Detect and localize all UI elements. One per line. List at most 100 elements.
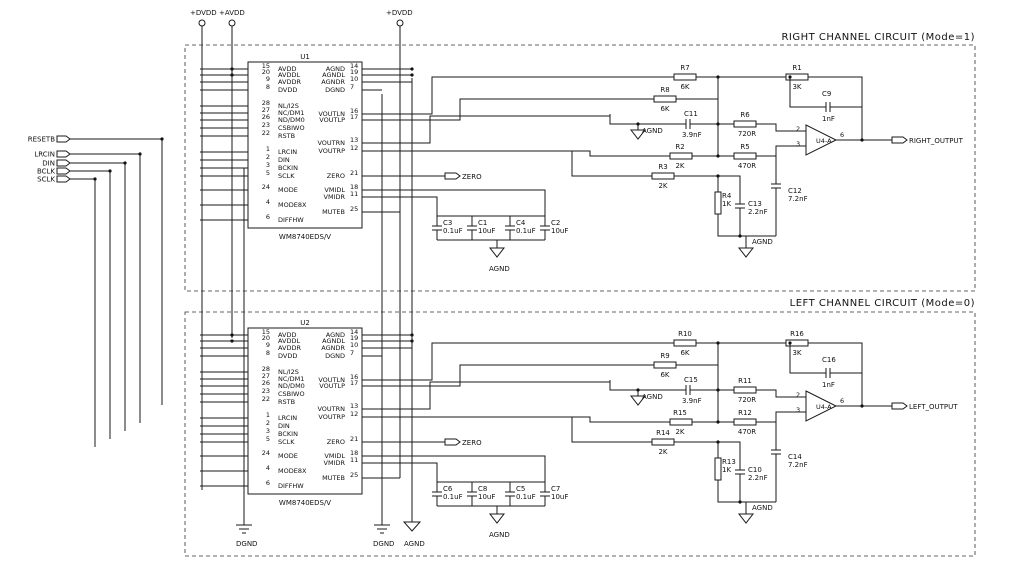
vmidr-bus (362, 196, 438, 216)
pin-name-voutln: VOUTLN (318, 110, 345, 118)
pin-num-6: 6 (266, 213, 270, 221)
junction-dot (860, 138, 864, 142)
pin-num-11: 11 (350, 456, 358, 464)
pin-num-2: 2 (266, 419, 270, 427)
pin-num-12: 12 (350, 144, 358, 152)
cap-val-c7: 10uF (551, 493, 568, 501)
input-port-lrcin (56, 150, 71, 158)
pin-num-14: 14 (350, 328, 358, 336)
pin-num-19: 19 (350, 68, 358, 76)
pin-num-14: 14 (350, 62, 358, 70)
input-port-resetb (56, 135, 71, 143)
pin-name-agndr: AGNDR (321, 78, 345, 86)
res-ref-r13: R13 (722, 458, 736, 466)
pin-name-nc-dm1: NC/DM1 (278, 375, 304, 383)
vmidr-bus (362, 462, 438, 482)
pin-name-voutlp: VOUTLP (319, 116, 345, 124)
avdd-rails (232, 68, 248, 83)
pin-num-22: 22 (262, 129, 270, 137)
input-label-din: DIN (42, 160, 55, 168)
shunt-agnd (737, 247, 755, 258)
pin-num-21: 21 (350, 435, 358, 443)
pin-name-avddl: AVDDL (278, 337, 300, 345)
pin-num-2: 2 (266, 153, 270, 161)
chip-ref: U2 (300, 319, 310, 327)
cap-agnd (488, 247, 506, 258)
cap-ref-c4: C4 (516, 219, 526, 227)
res-val-r7: 6K (680, 83, 689, 91)
cap-val-c8: 10uF (478, 493, 495, 501)
pin-num-7: 7 (350, 349, 354, 357)
capacitor-c13 (735, 203, 745, 209)
supply-rails: +DVDD +AVDD +DVDD (190, 9, 413, 490)
resistor-r5 (733, 152, 757, 160)
filter-agnd-label: AGND (642, 393, 663, 401)
cap-val-c3: 0.1uF (443, 227, 463, 235)
input-bus-din (70, 162, 126, 431)
resistor-r6 (733, 120, 757, 128)
res-val-r12: 470R (738, 428, 756, 436)
cap-ref-c6: C6 (443, 485, 453, 493)
input-port-din (56, 159, 71, 167)
res-ref-r9: R9 (660, 352, 669, 360)
input-bus-lrcin (70, 153, 141, 423)
pin-num-10: 10 (350, 75, 358, 83)
dac-chip (247, 327, 363, 495)
pin-name-nl-i2s: NL/I2S (278, 368, 299, 376)
pin-name-csbiwo: CSBIWO (278, 390, 305, 398)
pin-num-23: 23 (262, 121, 270, 129)
decoupling-cap-c3 (432, 225, 442, 231)
pin-name-lrcin: LRCIN (278, 148, 297, 156)
output-port (891, 136, 908, 144)
pin-name-voutln: VOUTLN (318, 376, 345, 384)
filter-agnd-label: AGND (642, 127, 663, 135)
resistor-r1 (785, 73, 809, 81)
dac-chip (247, 61, 363, 229)
right-channel-title: RIGHT CHANNEL CIRCUIT (Mode=1) (781, 32, 975, 43)
capacitor-c12 (771, 183, 781, 189)
pin-num-20: 20 (262, 334, 270, 342)
top-feedback (362, 76, 863, 140)
cap-ref-c12: C12 (788, 187, 802, 195)
junction-dot (93, 177, 97, 181)
junction-dot (636, 388, 640, 392)
pin-name-bckin: BCKIN (278, 164, 298, 172)
ce-rf-path (609, 380, 806, 398)
pin-num-5: 5 (266, 169, 270, 177)
pin-name-zero: ZERO (327, 172, 345, 180)
filter-agnd (629, 129, 647, 140)
bottom-grounds: DGND DGND AGND (236, 78, 425, 548)
res-val-r15: 2K (675, 428, 684, 436)
output-port (891, 402, 908, 410)
junction-dot (716, 420, 720, 424)
pin-num-8: 8 (266, 83, 270, 91)
pin-name-voutrn: VOUTRN (317, 139, 345, 147)
cap-ref-c15: C15 (684, 376, 698, 384)
capacitor-c14 (771, 449, 781, 455)
junction-dot (788, 341, 792, 345)
output-label: LEFT_OUTPUT (909, 403, 958, 411)
res-ref-r16: R16 (790, 330, 804, 338)
input-bus-sclk (70, 178, 96, 447)
pin-name-diffhw: DIFFHW (278, 482, 304, 490)
pin-name-din: DIN (278, 156, 290, 164)
junction-dot (860, 404, 864, 408)
res-ref-r8: R8 (660, 86, 669, 94)
pin-name-zero: ZERO (327, 438, 345, 446)
pin-num-27: 27 (262, 372, 270, 380)
cap-bus (437, 215, 545, 248)
junction-dot (788, 75, 792, 79)
pin-num-23: 23 (262, 387, 270, 395)
junction-dot (716, 388, 720, 392)
pin-name-dgnd: DGND (325, 86, 345, 94)
pin-num-6: 6 (266, 479, 270, 487)
pin-num-4: 4 (266, 198, 270, 206)
pin-name-diffhw: DIFFHW (278, 216, 304, 224)
pin-num-11: 11 (350, 190, 358, 198)
ri-path (571, 151, 719, 192)
cap-bus (437, 481, 545, 514)
pin-name-agndr: AGNDR (321, 344, 345, 352)
res-ref-r5: R5 (740, 143, 749, 151)
capacitor-c11 (685, 119, 691, 129)
resistor-r4 (714, 191, 722, 215)
